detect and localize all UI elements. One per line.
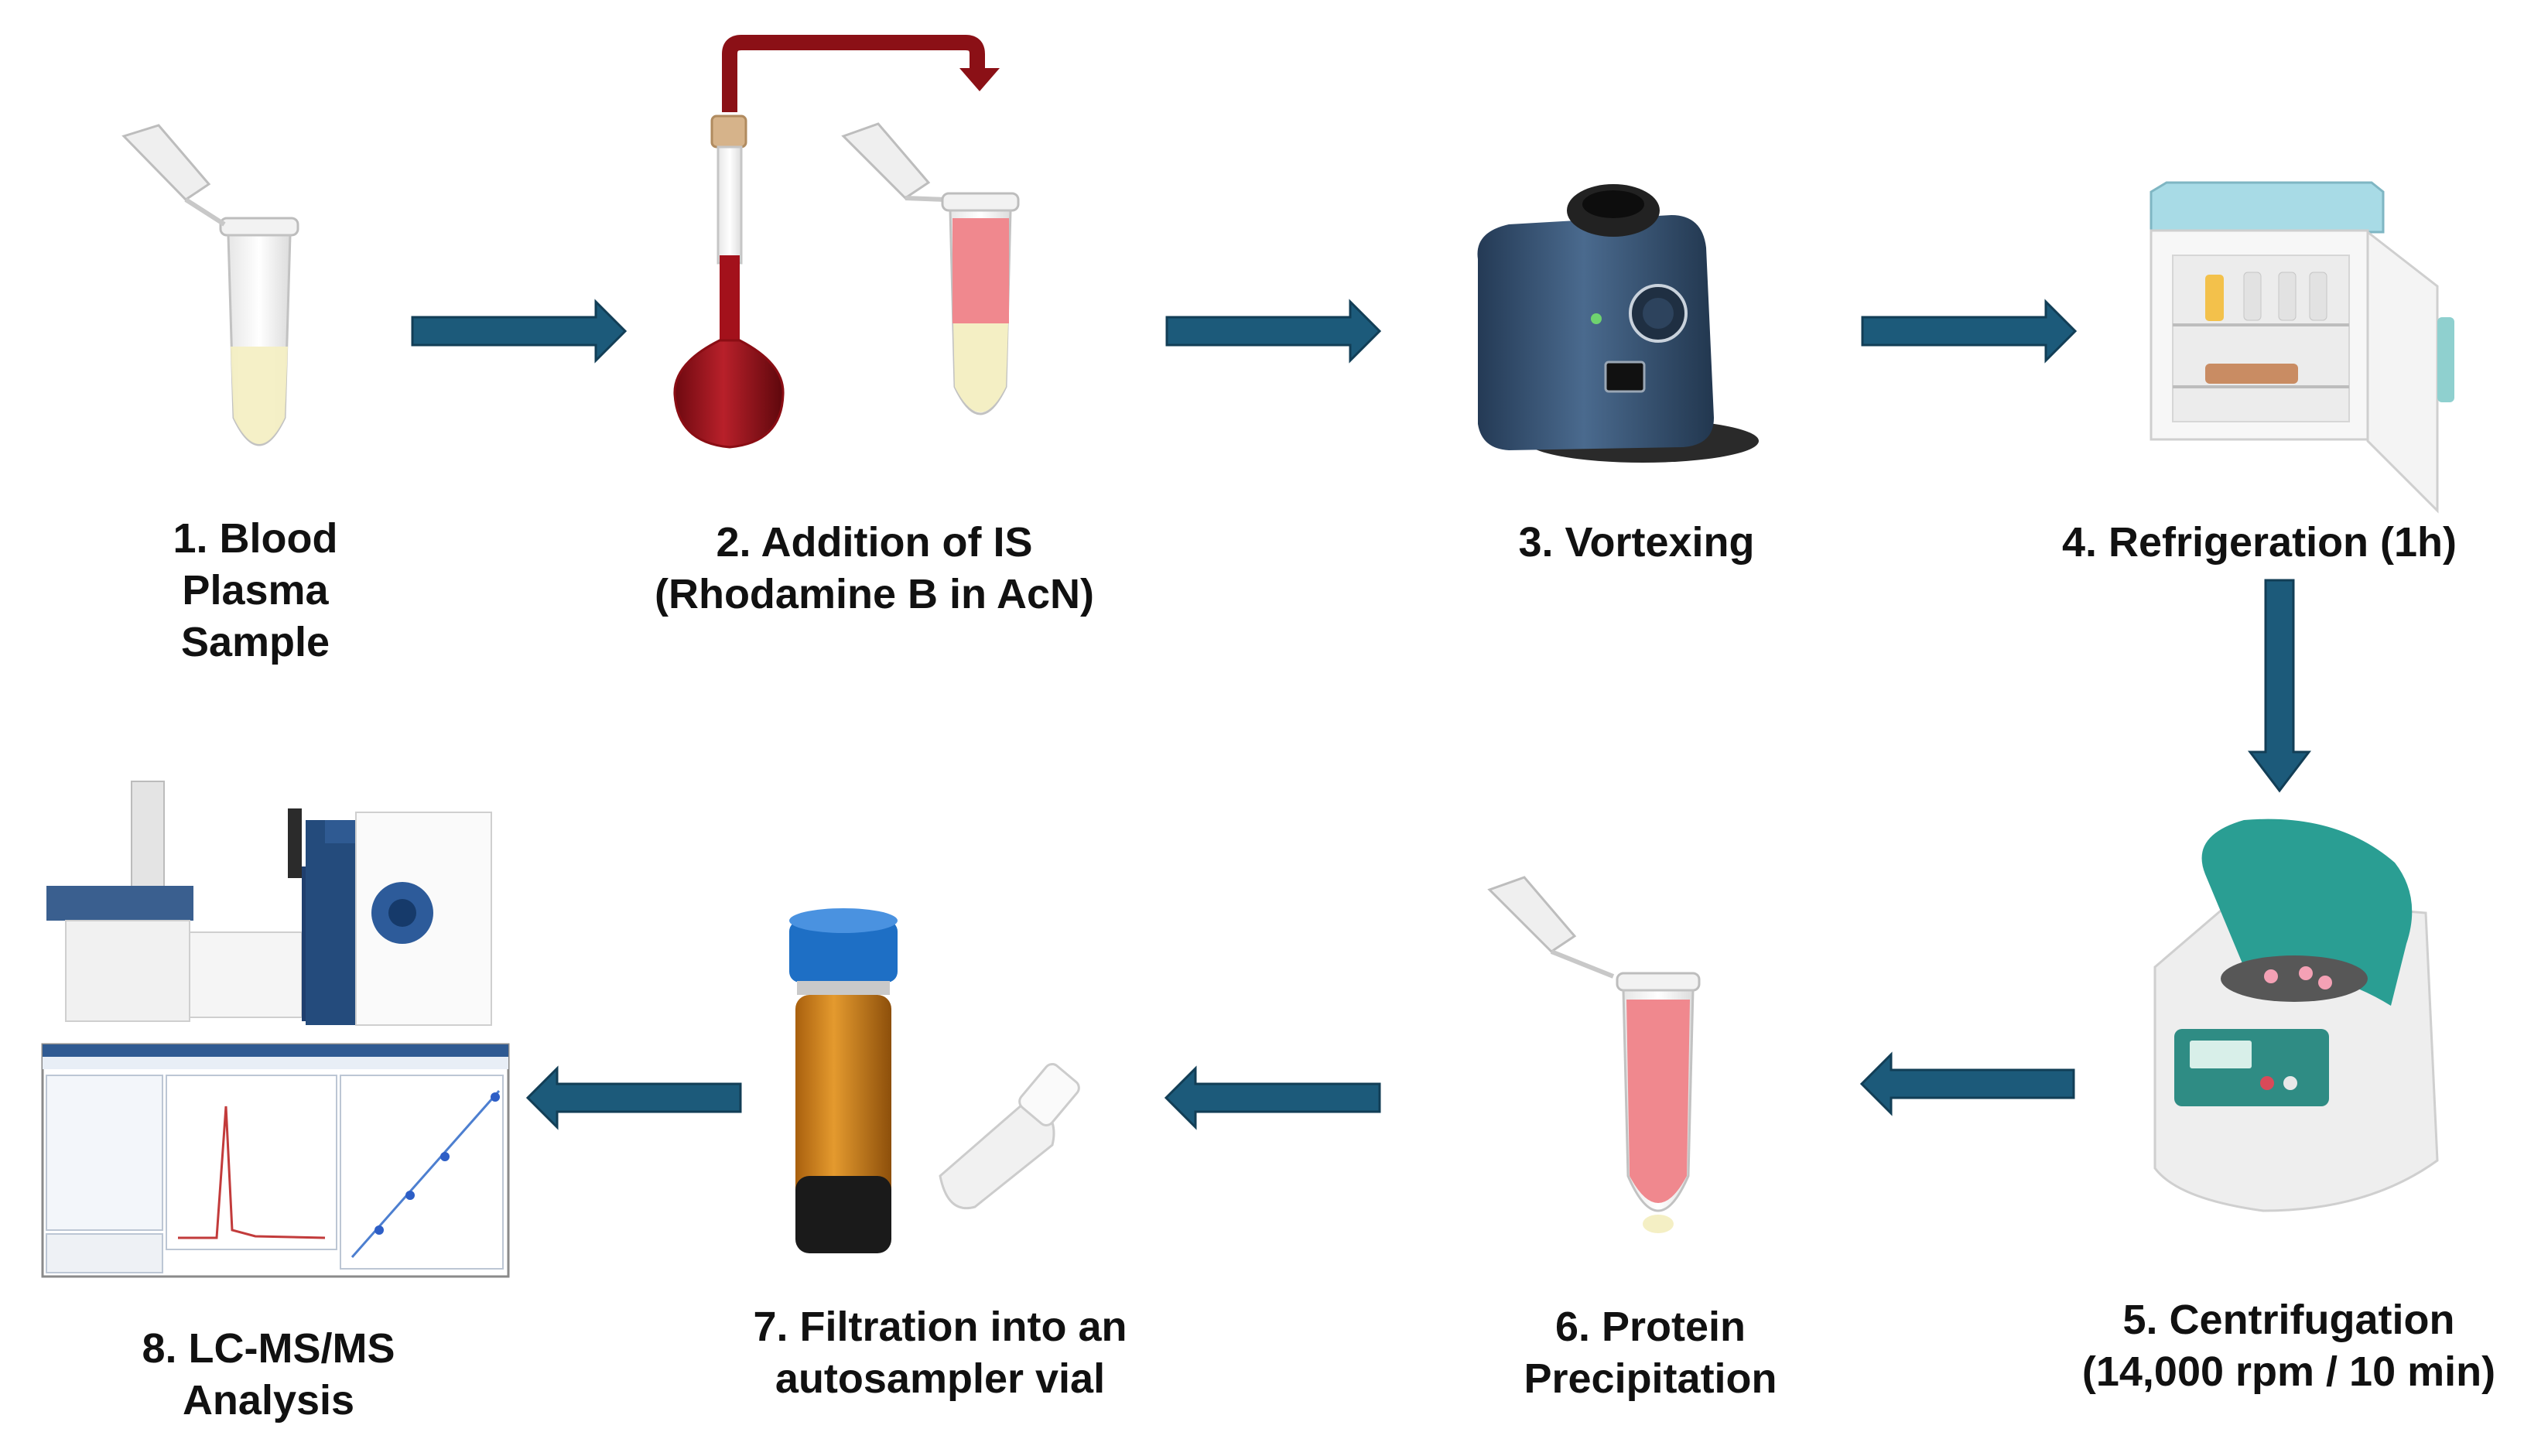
step-7-line-2: autosampler vial	[775, 1355, 1106, 1402]
step-6-line-1: 6. Protein	[1554, 1304, 1746, 1350]
microtube-precipitate-icon	[1487, 876, 1701, 1233]
step-3-line-1: 3. Vortexing	[1518, 519, 1755, 566]
step-5-line-1: 5. Centrifugation	[2122, 1297, 2455, 1343]
step-8-line-1: 8. LC-MS/MS	[142, 1325, 395, 1372]
step-7-label: 7. Filtration into an autosampler vial	[669, 1301, 1211, 1405]
vortex-mixer-icon	[1477, 184, 1759, 463]
step-2-label: 2. Addition of IS (Rhodamine B in AcN)	[604, 517, 1145, 620]
volumetric-flask-icon	[673, 114, 785, 449]
microtube-is-icon	[841, 122, 1020, 415]
step-5-line-2: (14,000 rpm / 10 min)	[2081, 1348, 2496, 1395]
microtube-plasma-icon	[121, 124, 299, 446]
step-2-line-1: 2. Addition of IS	[716, 519, 1033, 566]
step-1-line-3: Sample	[180, 619, 330, 665]
arrow-7-to-8	[525, 1065, 742, 1130]
arrow-4-to-5	[2247, 579, 2312, 793]
step-7-line-1: 7. Filtration into an	[753, 1304, 1127, 1350]
software-screenshot-icon	[41, 1043, 510, 1278]
step-8-label: 8. LC-MS/MS Analysis	[0, 1323, 539, 1427]
arrow-5-to-6	[1859, 1051, 2075, 1116]
arrow-3-to-4	[1861, 299, 2078, 364]
step-1-line-1: 1. Blood	[173, 515, 338, 562]
step-4-line-1: 4. Refrigeration (1h)	[2061, 519, 2457, 566]
arrow-1-to-2	[411, 299, 628, 364]
step-8-line-2: Analysis	[182, 1377, 355, 1424]
transfer-arrow	[722, 35, 985, 112]
step-6-label: 6. Protein Precipitation	[1380, 1301, 1921, 1405]
step-1-line-2: Plasma	[182, 567, 329, 614]
refrigerator-icon	[2150, 181, 2454, 514]
arrow-2-to-3	[1165, 299, 1382, 364]
step-1-label: 1. Blood Plasma Sample	[0, 513, 526, 668]
step-6-line-2: Precipitation	[1524, 1355, 1777, 1402]
syringe-filter-icon	[939, 1063, 1080, 1209]
step-5-label: 5. Centrifugation (14,000 rpm / 10 min)	[2018, 1294, 2524, 1398]
step-3-label: 3. Vortexing	[1366, 517, 1907, 569]
step-2-line-2: (Rhodamine B in AcN)	[654, 571, 1094, 617]
centrifuge-icon	[2153, 819, 2439, 1212]
arrow-6-to-7	[1164, 1065, 1381, 1130]
step-4-label: 4. Refrigeration (1h)	[1989, 517, 2524, 569]
transfer-arrow-head	[959, 68, 1000, 91]
autosampler-vial-icon	[789, 908, 898, 1253]
lcms-instrument-icon	[46, 781, 492, 1026]
